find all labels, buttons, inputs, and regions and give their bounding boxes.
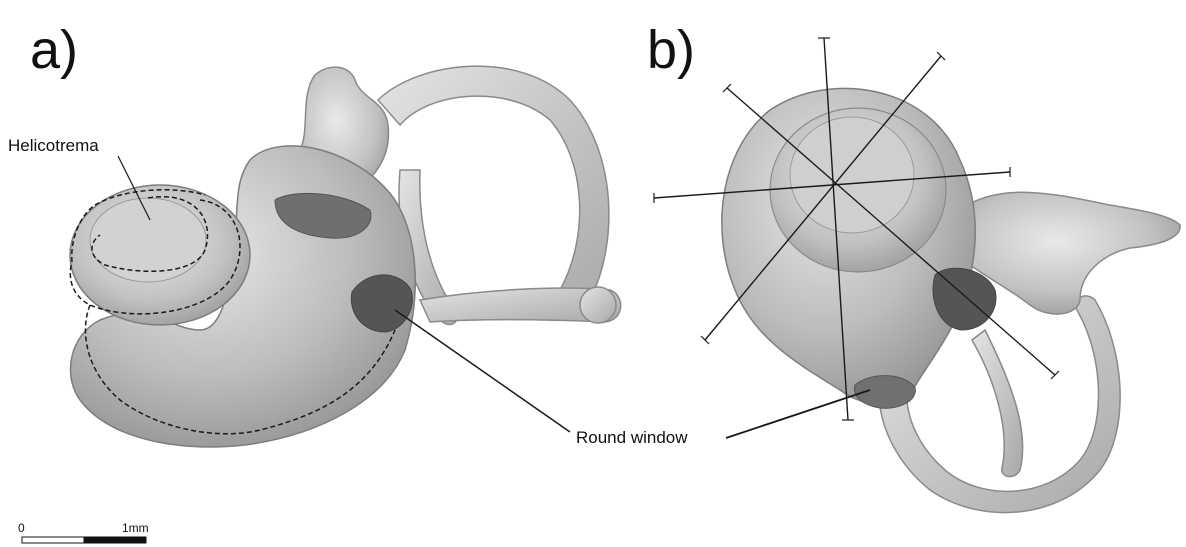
ampulla-a [580,287,616,323]
scale-bar-black-segment [84,537,146,543]
scale-bar-start-label: 0 [18,521,25,535]
round-window-leader-a [395,310,570,432]
posterior-canal-b [972,330,1023,477]
panel-label-a: a) [30,20,78,80]
round-window-label: Round window [576,428,688,447]
scale-bar-end-label: 1mm [122,521,149,535]
panel-label-b: b) [647,20,695,80]
helicotrema-label: Helicotrema [8,136,99,155]
panel-b: b) Round window [576,20,1180,513]
scale-bar: 0 1mm [18,521,149,543]
panel-a: a) Helicotrema [8,20,621,447]
scale-bar-white-segment [22,537,84,543]
round-window-leader-b [726,390,870,438]
cochlea-inner-a [90,198,206,282]
